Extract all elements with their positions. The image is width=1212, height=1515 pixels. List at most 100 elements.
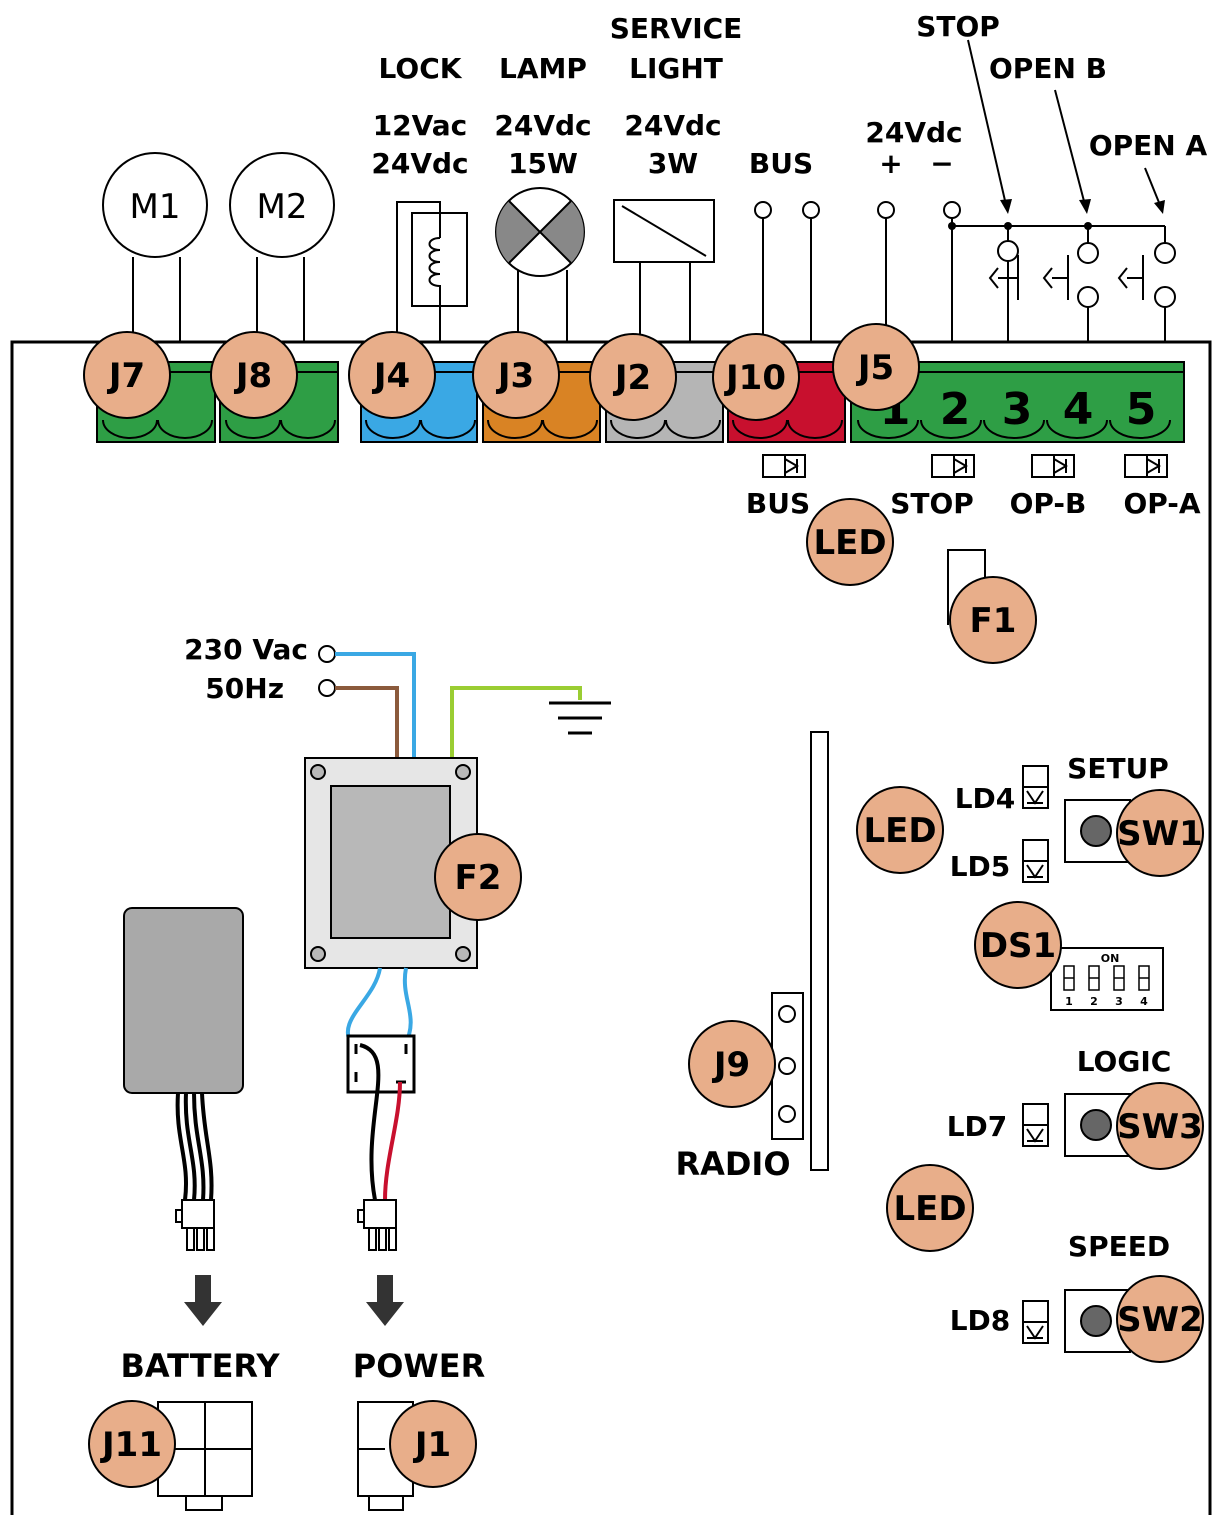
svg-text:J4: J4 bbox=[372, 356, 410, 396]
setup-label: SETUP bbox=[1067, 752, 1169, 785]
open-b-label: OPEN B bbox=[989, 52, 1107, 85]
badge-sw1: SW1 bbox=[1116, 789, 1204, 877]
dip-3-label: 3 bbox=[1115, 995, 1123, 1008]
motor-m1: M1 bbox=[102, 152, 208, 342]
speed-label: SPEED bbox=[1068, 1230, 1170, 1263]
terminal-5-number: 5 bbox=[1126, 384, 1157, 435]
badge-j1: J1 bbox=[389, 1400, 477, 1488]
lock-label: LOCK bbox=[379, 52, 463, 85]
service-light-power: 3W bbox=[648, 147, 698, 180]
lamp-power: 15W bbox=[508, 147, 578, 180]
fuse-f1-holder bbox=[947, 549, 986, 625]
lamp-icon bbox=[495, 187, 585, 342]
badge-f2: F2 bbox=[434, 833, 522, 921]
badge-led-low: LED bbox=[886, 1164, 974, 1252]
opa-led-icon bbox=[1124, 454, 1168, 478]
ld7-led-icon bbox=[1022, 1103, 1049, 1147]
stop-led-label: STOP bbox=[890, 487, 974, 520]
dip-on-label: ON bbox=[1101, 952, 1120, 965]
input-led-labels: BUS STOP OP-B OP-A bbox=[746, 487, 1201, 520]
earth-icon bbox=[549, 701, 611, 735]
badge-j9: J9 bbox=[688, 1020, 776, 1108]
opb-led-icon bbox=[1031, 454, 1075, 478]
ld8-led-icon bbox=[1022, 1300, 1049, 1344]
svg-text:SW3: SW3 bbox=[1117, 1107, 1203, 1147]
service-light-icon bbox=[613, 199, 715, 342]
svg-text:J5: J5 bbox=[856, 348, 894, 388]
dip-switch-ds1[interactable]: ON 1 2 3 4 bbox=[1050, 947, 1164, 1011]
badge-led-mid: LED bbox=[856, 786, 944, 874]
radio-slot bbox=[810, 731, 829, 1171]
battery-plug-icon bbox=[175, 1199, 215, 1251]
svg-text:J9: J9 bbox=[712, 1045, 750, 1085]
ld4-led-icon bbox=[1022, 765, 1049, 809]
lamp-voltage: 24Vdc bbox=[494, 109, 591, 142]
ld4-label: LD4 bbox=[955, 782, 1016, 815]
bus-top-label: BUS bbox=[749, 147, 813, 180]
svg-text:DS1: DS1 bbox=[980, 926, 1056, 966]
dip-4-label: 4 bbox=[1140, 995, 1148, 1008]
dip-1-label: 1 bbox=[1065, 995, 1073, 1008]
opa-led-label: OP-A bbox=[1123, 487, 1200, 520]
supply-minus-label: − bbox=[930, 147, 953, 180]
badge-j2: J2 bbox=[589, 333, 677, 421]
svg-text:F2: F2 bbox=[455, 858, 502, 898]
setup-button[interactable] bbox=[1064, 799, 1131, 863]
dip-2-label: 2 bbox=[1090, 995, 1098, 1008]
lock-voltage-2: 24Vdc bbox=[371, 147, 468, 180]
open-a-label: OPEN A bbox=[1089, 129, 1208, 162]
power-arrow-icon bbox=[366, 1275, 404, 1326]
power-label: POWER bbox=[353, 1347, 485, 1385]
ld7-label: LD7 bbox=[947, 1110, 1008, 1143]
stop-input-label: STOP bbox=[916, 10, 1000, 43]
terminal-4-number: 4 bbox=[1063, 384, 1094, 435]
mains-input: 230 Vac 50Hz bbox=[184, 633, 582, 758]
transformer-secondary bbox=[345, 967, 416, 1201]
motor-m1-label: M1 bbox=[130, 187, 181, 227]
mains-voltage-label: 230 Vac bbox=[184, 633, 308, 666]
svg-text:J7: J7 bbox=[107, 356, 145, 396]
svg-text:LED: LED bbox=[863, 811, 936, 851]
service-light-label-2: LIGHT bbox=[629, 52, 723, 85]
lock-voltage-1: 12Vac bbox=[373, 109, 468, 142]
bus-led-label: BUS bbox=[746, 487, 810, 520]
svg-text:J1: J1 bbox=[413, 1425, 451, 1465]
logic-label: LOGIC bbox=[1077, 1045, 1172, 1078]
top-labels: LOCK 12Vac 24Vdc LAMP 24Vdc 15W SERVICE … bbox=[371, 10, 1207, 180]
badge-f1: F1 bbox=[949, 576, 1037, 664]
badge-j7: J7 bbox=[83, 331, 171, 419]
motor-m2: M2 bbox=[229, 152, 335, 342]
svg-text:LED: LED bbox=[813, 523, 886, 563]
terminal-2-number: 2 bbox=[940, 384, 971, 435]
service-light-label-1: SERVICE bbox=[610, 12, 743, 45]
battery-arrow-icon bbox=[184, 1275, 222, 1326]
ld5-label: LD5 bbox=[950, 850, 1011, 883]
motor-m2-label: M2 bbox=[257, 187, 308, 227]
badge-ds1: DS1 bbox=[974, 901, 1062, 989]
lock-coil-icon bbox=[396, 201, 468, 342]
stop-led-icon bbox=[931, 454, 975, 478]
badge-j5: J5 bbox=[832, 323, 920, 411]
battery-pack bbox=[123, 907, 244, 1201]
svg-text:F1: F1 bbox=[970, 601, 1017, 641]
supply-voltage-label: 24Vdc bbox=[865, 116, 962, 149]
speed-button[interactable] bbox=[1064, 1289, 1131, 1353]
service-light-voltage: 24Vdc bbox=[624, 109, 721, 142]
badge-sw3: SW3 bbox=[1116, 1082, 1204, 1170]
badge-j4: J4 bbox=[348, 331, 436, 419]
svg-text:J10: J10 bbox=[724, 358, 786, 398]
svg-text:J8: J8 bbox=[234, 356, 272, 396]
svg-text:LED: LED bbox=[893, 1189, 966, 1229]
mains-frequency-label: 50Hz bbox=[205, 672, 284, 705]
supply-plus-label: + bbox=[879, 147, 902, 180]
bus-wires bbox=[754, 201, 820, 342]
svg-text:SW1: SW1 bbox=[1117, 814, 1203, 854]
bus-led-icon bbox=[762, 454, 806, 478]
component-badges: J7 J8 J4 J3 J2 J10 J5 LED F1 F2 LED SW1 … bbox=[83, 323, 1204, 1488]
badge-j8: J8 bbox=[210, 331, 298, 419]
badge-j3: J3 bbox=[472, 331, 560, 419]
svg-text:J2: J2 bbox=[613, 358, 651, 398]
svg-text:SW2: SW2 bbox=[1117, 1300, 1203, 1340]
input-leds bbox=[762, 454, 1168, 478]
